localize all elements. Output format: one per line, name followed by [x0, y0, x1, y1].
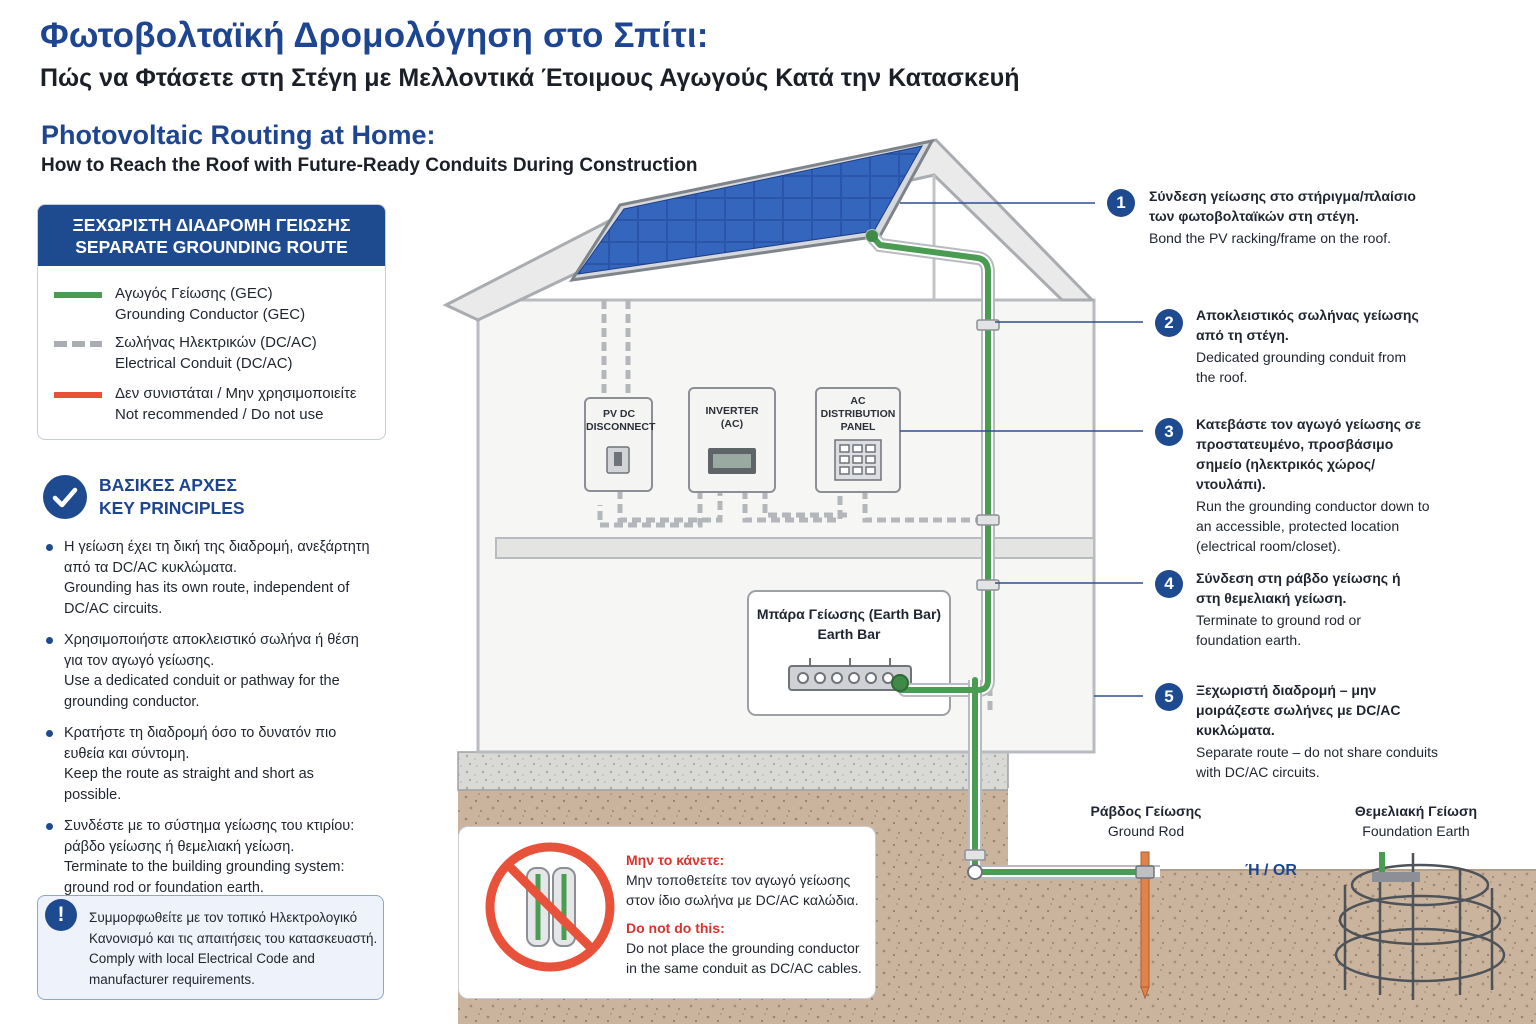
step-5-text: Ξεχωριστή διαδρομή – μην μοιράζεστε σωλή…	[1196, 682, 1439, 780]
inverter	[688, 387, 776, 493]
list-item: Χρησιμοποιήστε αποκλειστικό σωλήνα ή θέσ…	[45, 630, 375, 712]
step-3-badge: 3	[1155, 418, 1183, 446]
step-1-text: Σύνδεση γείωσης στο στήριγμα/πλαίσιο των…	[1149, 188, 1416, 246]
note-text: Συμμορφωθείτε με τον τοπικό Ηλεκτρολογικ…	[89, 910, 378, 987]
step-2-badge: 2	[1155, 309, 1183, 337]
dashed-line-swatch	[54, 341, 102, 347]
list-item: Συνδέστε με το σύστημα γείωσης του κτιρί…	[45, 816, 375, 898]
earth-bar-label: Μπάρα Γείωσης (Earth Bar) Earth Bar	[756, 606, 942, 642]
pv-dc-disconnect-label: PV DC DISCONNECT	[586, 408, 656, 433]
title-english: Photovoltaic Routing at Home:	[41, 120, 436, 150]
step-pointer-lines	[900, 202, 1143, 697]
ac-panel-label: AC DISTRIBUTION PANEL	[820, 395, 896, 433]
red-line-swatch	[54, 392, 102, 398]
step-4-badge: 4	[1155, 570, 1183, 598]
ground-rod-label: Ράβδος Γείωσης Ground Rod	[1090, 803, 1202, 839]
solar-panel	[576, 145, 923, 275]
floor-slab	[495, 537, 1095, 559]
subtitle-greek: Πώς να Φτάσετε στη Στέγη με Μελλοντικά Έ…	[40, 64, 1020, 92]
foundation-earth-label: Θεμελιακή Γείωση Foundation Earth	[1354, 803, 1478, 839]
exclamation-icon: !	[45, 899, 77, 931]
checkmark-icon	[43, 475, 87, 519]
step-2-text: Αποκλειστικός σωλήνας γείωσης από τη στέ…	[1196, 307, 1419, 385]
principles-title: ΒΑΣΙΚΕΣ ΑΡΧΕΣ KEY PRINCIPLES	[99, 475, 245, 518]
title-greek: Φωτοβολταϊκή Δρομολόγηση στο Σπίτι:	[40, 16, 709, 55]
inverter-label: INVERTER (AC)	[705, 405, 759, 430]
bonding-point	[866, 230, 878, 242]
foundation-slab	[457, 751, 1009, 791]
electrical-conduits	[597, 300, 993, 710]
conduit-clamps	[964, 319, 1000, 861]
list-item: Κρατήστε τη διαδρομή όσο το δυνατόν πιο …	[45, 723, 375, 805]
step-3-text: Κατεβάστε τον αγωγό γείωσης σε προστατευ…	[1196, 416, 1430, 554]
step-5-badge: 5	[1155, 683, 1183, 711]
do-not-text: Μην το κάνετε: Μην τοποθετείτε τον αγωγό…	[626, 852, 862, 976]
subtitle-english: How to Reach the Roof with Future-Ready …	[41, 155, 698, 176]
principles-list: Η γείωση έχει τη δική της διαδρομή, ανεξ…	[45, 537, 375, 909]
code-compliance-note	[37, 895, 384, 1000]
step-1-badge: 1	[1107, 189, 1135, 217]
green-line-swatch	[54, 292, 102, 298]
legend-title: ΞΕΧΩΡΙΣΤΗ ΔΙΑΔΡΟΜΗ ΓΕΙΩΣΗΣ SEPARATE GROU…	[38, 205, 385, 266]
or-label: Ή / OR	[1245, 862, 1297, 879]
pv-dc-disconnect	[584, 397, 653, 492]
legend-box: ΞΕΧΩΡΙΣΤΗ ΔΙΑΔΡΟΜΗ ΓΕΙΩΣΗΣ SEPARATE GROU…	[37, 204, 386, 440]
step-4-text: Σύνδεση στη ράβδο γείωσης ή στη θεμελιακ…	[1196, 570, 1401, 648]
sky-cutout	[1008, 788, 1536, 870]
list-item: Η γείωση έχει τη δική της διαδρομή, ανεξ…	[45, 537, 375, 619]
